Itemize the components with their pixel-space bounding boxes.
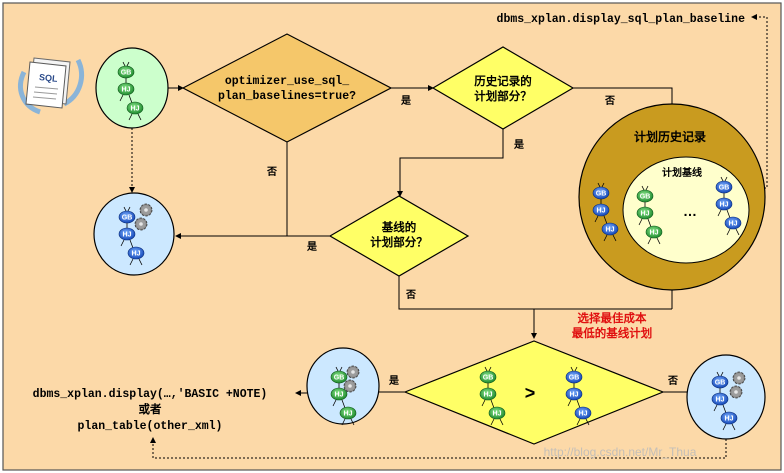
gear-icon xyxy=(139,203,153,217)
baseline-decision-line2: 计划部分？ xyxy=(370,235,428,249)
select-plan-line2: 最低的基线计划 xyxy=(572,326,653,340)
plan-history-label: 计划历史记录 xyxy=(634,129,706,144)
yes-label-optimizer: 是 xyxy=(400,95,411,107)
no-label-history: 否 xyxy=(604,95,615,107)
no-label-optimizer: 否 xyxy=(266,166,277,178)
display-basic-note-label: dbms_xplan.display(…,'BASIC +NOTE) xyxy=(33,388,268,401)
history-decision-line2: 计划部分？ xyxy=(474,89,532,103)
gear-icon xyxy=(729,385,743,399)
no-label-compare: 否 xyxy=(667,375,678,387)
history-decision-line1: 历史记录的 xyxy=(474,74,532,88)
no-label-baseline: 否 xyxy=(405,289,416,301)
select-plan-line1: 选择最佳成本 xyxy=(578,311,647,325)
baseline-decision xyxy=(328,195,470,277)
or-label: 或者 xyxy=(139,402,162,416)
optimizer-decision-line1: optimizer_use_sql_ xyxy=(225,75,349,88)
gear-icon xyxy=(732,371,746,385)
gear-icon xyxy=(346,365,360,379)
greater-than-symbol: > xyxy=(525,383,536,403)
plan-baseline-label: 计划基线 xyxy=(662,166,702,179)
sql-icon-text: SQL xyxy=(39,72,59,84)
baseline-ellipsis: … xyxy=(683,203,697,219)
connector-right-to-display xyxy=(150,437,727,459)
display-sql-plan-baseline-label: dbms_xplan.display_sql_plan_baseline xyxy=(497,13,746,26)
gear-icon xyxy=(343,379,357,393)
optimizer-decision-line2: plan_baselines=true? xyxy=(218,90,356,103)
sql-document-icon: SQL xyxy=(18,57,84,115)
baseline-decision-line1: 基线的 xyxy=(381,220,417,234)
plan-table-label: plan_table(other_xml) xyxy=(78,420,223,433)
watermark: http://blog.csdn.net/Mr_Thua xyxy=(544,445,697,459)
connector-history-yes xyxy=(397,129,504,197)
connector-history-to-label xyxy=(712,14,768,189)
yes-label-history: 是 xyxy=(513,139,524,151)
connector-baseline-no xyxy=(398,276,537,339)
chosen-plan-circle-left xyxy=(306,347,380,425)
yes-label-baseline: 是 xyxy=(306,241,317,253)
gear-icon xyxy=(134,217,148,231)
yes-label-compare: 是 xyxy=(388,375,399,387)
